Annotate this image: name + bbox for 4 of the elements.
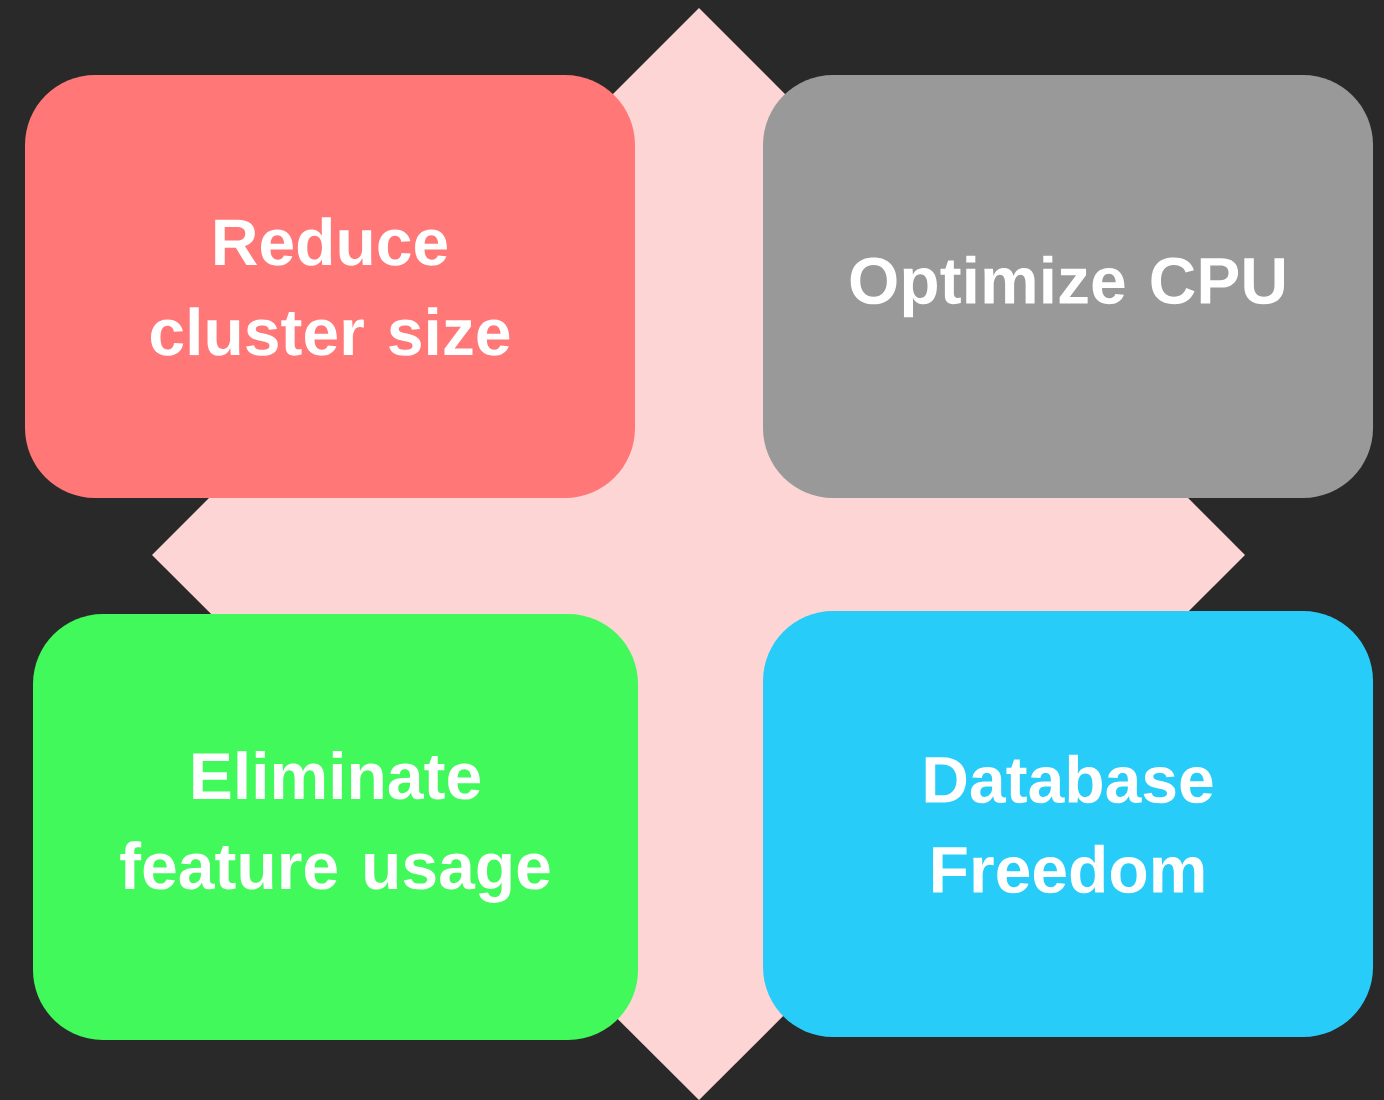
rounded-box: Reduce cluster size <box>25 75 635 498</box>
rounded-box: Database Freedom <box>763 611 1374 1038</box>
rounded-box: Eliminate feature usage <box>33 614 638 1041</box>
rounded-box: Optimize CPU <box>763 75 1374 498</box>
